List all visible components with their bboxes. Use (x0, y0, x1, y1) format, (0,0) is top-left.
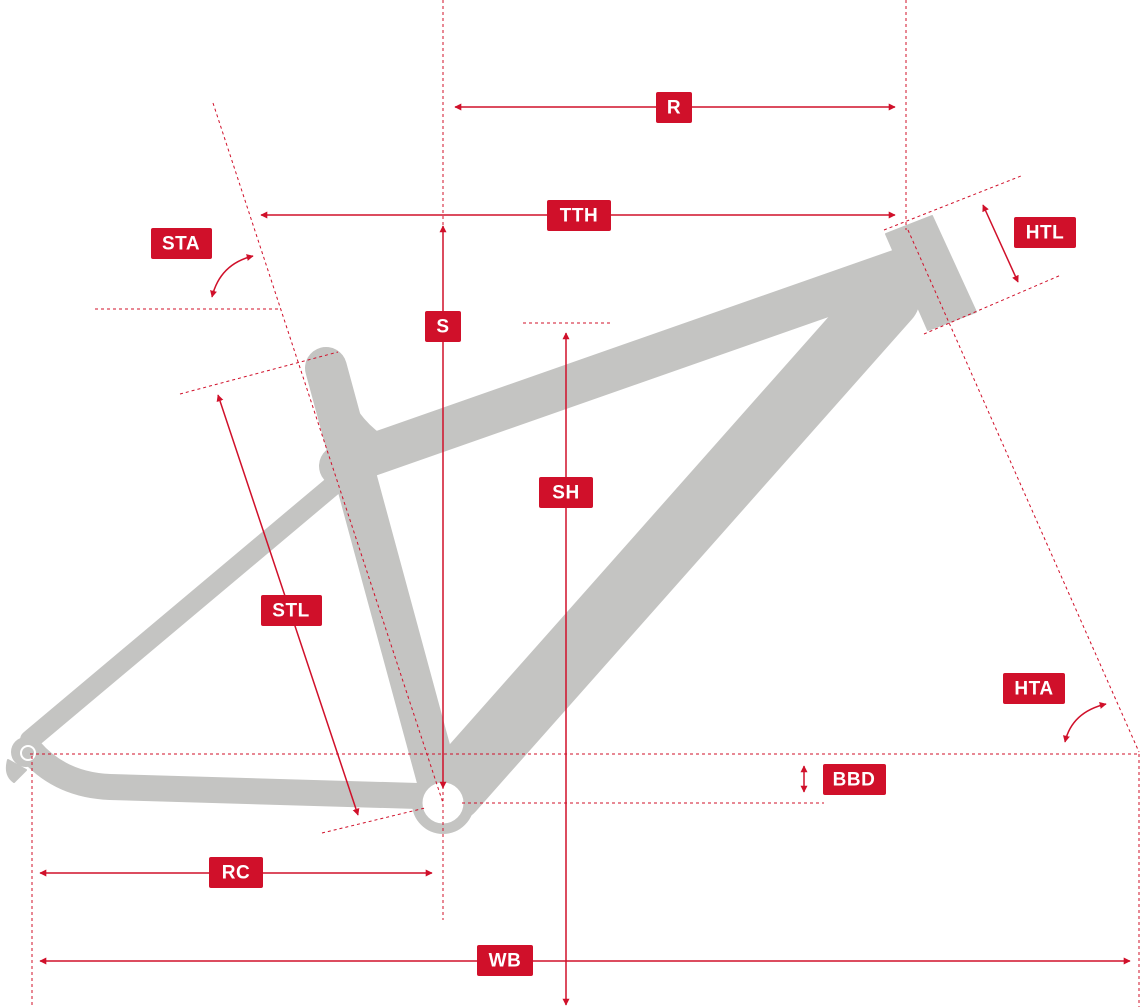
label-htl-text: HTL (1026, 223, 1064, 244)
label-sh-text: SH (552, 483, 579, 504)
bike-frame (5, 215, 977, 834)
label-rc: RC (209, 857, 263, 888)
top-tube (319, 247, 926, 487)
head-tube-top-guide (883, 175, 1022, 231)
chain-stay (17, 737, 431, 809)
label-wb: WB (477, 945, 533, 976)
label-r: R (656, 92, 692, 123)
down-tube (420, 266, 920, 822)
label-s-text: S (436, 317, 449, 338)
label-sh: SH (539, 477, 593, 508)
head-tube-bottom-guide (923, 274, 1062, 335)
label-bbd: BBD (823, 764, 886, 795)
label-rc-text: RC (222, 863, 250, 884)
head-tube-axis-guide (907, 229, 1140, 753)
label-bbd-text: BBD (833, 770, 876, 791)
head-angle-arc (1063, 702, 1107, 743)
seat-angle-arc (210, 254, 254, 298)
rear-axle (20, 745, 36, 761)
label-sta-text: STA (162, 234, 200, 255)
dropout-hanger (5, 759, 27, 783)
label-hta-text: HTA (1014, 679, 1053, 700)
head-tube-length-arrow (982, 204, 1019, 283)
label-htl: HTL (1014, 217, 1076, 248)
label-s: S (425, 311, 461, 342)
label-r-text: R (667, 98, 681, 119)
label-tth-text: TTH (560, 206, 598, 227)
label-stl-text: STL (272, 601, 309, 622)
label-hta: HTA (1003, 673, 1065, 704)
seat-tube-bottom-guide (321, 807, 426, 834)
label-tth: TTH (547, 200, 611, 231)
label-stl: STL (261, 595, 322, 626)
label-wb-text: WB (489, 951, 522, 972)
label-sta: STA (151, 228, 212, 259)
